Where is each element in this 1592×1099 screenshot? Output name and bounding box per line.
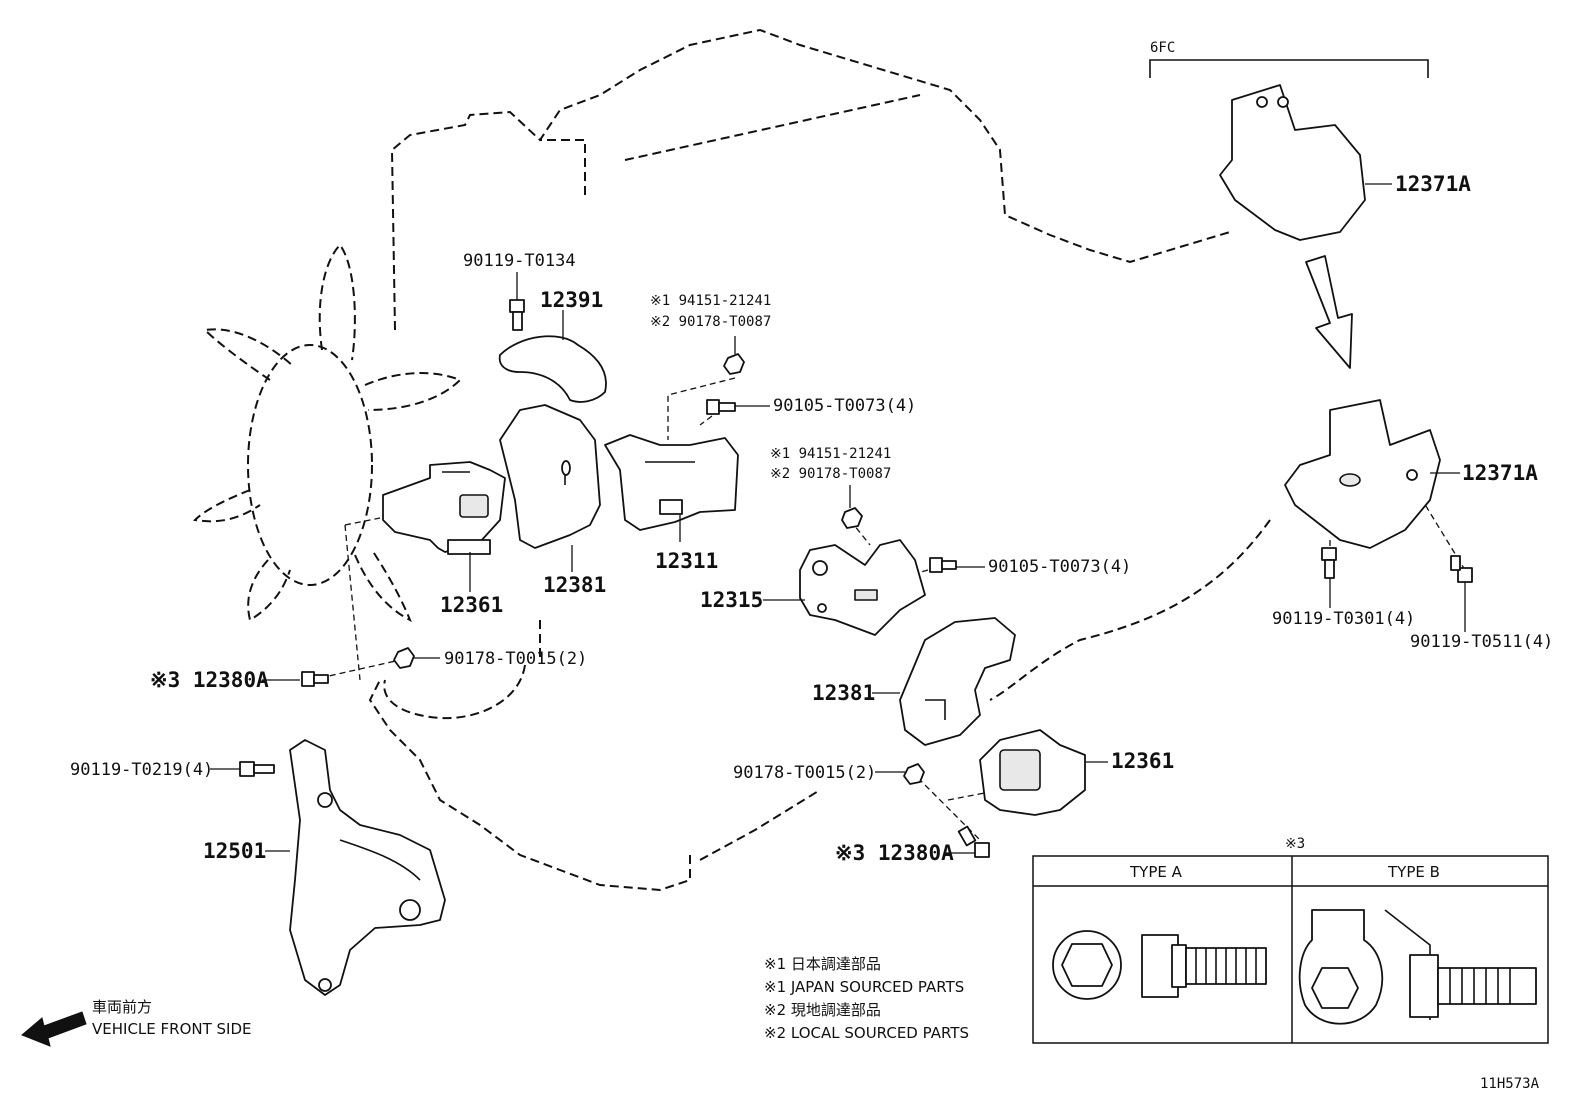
type-a-label: TYPE A <box>1129 863 1183 881</box>
label-90178-T0015-a[interactable]: 90178-T0015(2) <box>444 649 587 669</box>
label-90178-T0015-b[interactable]: 90178-T0015(2) <box>733 763 876 783</box>
label-12501[interactable]: 12501 <box>203 839 266 863</box>
part-12381-bracket-left[interactable] <box>499 404 601 549</box>
part-12361-insulator-left[interactable] <box>382 461 506 555</box>
legend-line-4: ※2 LOCAL SOURCED PARTS <box>764 1024 969 1042</box>
type-b-bolt-icon <box>1298 909 1537 1025</box>
part-12361-insulator-right[interactable] <box>979 729 1086 816</box>
bolt-90105-T0073-a[interactable] <box>706 399 736 415</box>
label-90119-T0219[interactable]: 90119-T0219(4) <box>70 760 213 780</box>
nut-90178-T0087-b[interactable] <box>841 507 863 529</box>
part-labels: 90119-T0134 12391 ※1 94151-21241 ※2 9017… <box>70 172 1553 865</box>
part-12371A-upper[interactable] <box>1219 84 1366 241</box>
label-12381-b[interactable]: 12381 <box>812 681 875 705</box>
cooling-fan <box>192 243 462 623</box>
bolt-type-table: ※3 TYPE A TYPE B <box>1032 836 1549 1044</box>
bolt-90119-T0134[interactable] <box>509 299 525 331</box>
nut-90178-T0015-a[interactable] <box>393 647 415 669</box>
nut-90178-T0087-a[interactable] <box>723 353 745 375</box>
bolt-12380A-a[interactable] <box>301 671 329 687</box>
engine-outline <box>368 28 1271 892</box>
label-90119-T0301[interactable]: 90119-T0301(4) <box>1272 609 1415 629</box>
label-12380A-a[interactable]: ※3 12380A <box>150 668 269 692</box>
part-12391-shield[interactable] <box>498 335 607 403</box>
sourcing-legend: ※1 日本調達部品 ※1 JAPAN SOURCED PARTS ※2 現地調達… <box>764 955 969 1042</box>
group-6fc-bracket: 6FC <box>1149 40 1429 78</box>
bolt-12380A-b[interactable] <box>957 825 990 858</box>
arrow-6fc-down <box>1305 255 1353 369</box>
legend-line-3: ※2 現地調達部品 <box>764 1001 881 1019</box>
part-12311-bracket[interactable] <box>604 434 739 531</box>
label-12380A-b[interactable]: ※3 12380A <box>835 841 954 865</box>
label-12371A-a[interactable]: 12371A <box>1395 172 1471 196</box>
part-12315-bracket[interactable] <box>799 539 926 636</box>
label-12311[interactable]: 12311 <box>655 549 718 573</box>
part-12371A-lower[interactable] <box>1284 399 1441 549</box>
label-12371A-b[interactable]: 12371A <box>1462 461 1538 485</box>
part-12381-bracket-right[interactable] <box>899 617 1016 746</box>
label-90119-T0134[interactable]: 90119-T0134 <box>463 251 576 271</box>
label-note2-90178-T0087-a[interactable]: ※2 90178-T0087 <box>650 314 771 330</box>
front-label-en: VEHICLE FRONT SIDE <box>92 1020 252 1038</box>
type-b-label: TYPE B <box>1387 863 1440 881</box>
label-90105-T0073-b[interactable]: 90105-T0073(4) <box>988 557 1131 577</box>
bolt-90119-T0301[interactable] <box>1321 547 1337 579</box>
front-arrow-icon <box>21 1011 87 1047</box>
diagram-id: 11H573A <box>1480 1076 1540 1092</box>
legend-line-2: ※1 JAPAN SOURCED PARTS <box>764 978 964 996</box>
bolt-90119-T0511[interactable] <box>1450 555 1473 583</box>
legend-line-1: ※1 日本調達部品 <box>764 955 881 973</box>
vehicle-front-indicator: 車両前方 VEHICLE FRONT SIDE <box>21 998 252 1047</box>
nut-90178-T0015-b[interactable] <box>903 763 925 785</box>
label-12361-a[interactable]: 12361 <box>440 593 503 617</box>
part-12501-bracket[interactable] <box>289 739 446 996</box>
type-a-bolt-icon <box>1052 930 1267 1000</box>
label-note1-94151-21241-a[interactable]: ※1 94151-21241 <box>650 293 771 309</box>
front-label-jp: 車両前方 <box>92 998 152 1016</box>
label-90105-T0073-a[interactable]: 90105-T0073(4) <box>773 396 916 416</box>
bolt-90119-T0219[interactable] <box>239 761 275 777</box>
type-table-heading: ※3 <box>1285 836 1305 852</box>
bolt-90105-T0073-b[interactable] <box>929 557 957 573</box>
label-12361-b[interactable]: 12361 <box>1111 749 1174 773</box>
label-12391[interactable]: 12391 <box>540 288 603 312</box>
leader-lines <box>210 183 1466 854</box>
label-note1-94151-21241-b[interactable]: ※1 94151-21241 <box>770 446 891 462</box>
label-90119-T0511[interactable]: 90119-T0511(4) <box>1410 632 1553 652</box>
label-note2-90178-T0087-b[interactable]: ※2 90178-T0087 <box>770 466 891 482</box>
label-12381-a[interactable]: 12381 <box>543 573 606 597</box>
group-6fc-label: 6FC <box>1150 40 1175 56</box>
label-12315[interactable]: 12315 <box>700 588 763 612</box>
